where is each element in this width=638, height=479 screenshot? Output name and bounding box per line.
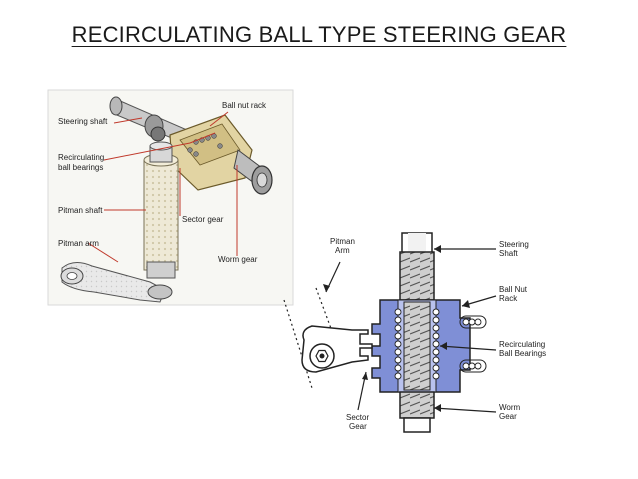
right-arrowheads	[323, 245, 470, 412]
return-tube-bottom	[459, 359, 487, 373]
worm-threads-inner	[403, 301, 431, 391]
pitman-shaft-part	[143, 141, 179, 279]
slide-title: RECIRCULATING BALL TYPE STEERING GEAR	[0, 22, 638, 48]
pitman-arm-part	[60, 262, 173, 303]
return-tube-top	[459, 315, 487, 329]
pitman-arm-swing-line-left	[283, 299, 313, 389]
worm-gear-part	[233, 149, 273, 195]
label-pitman-1: Pitman	[330, 237, 355, 246]
right-schematic: Pitman Arm Steering Shaft Ball Nut Rack …	[283, 232, 546, 433]
label-steering-2: Shaft	[499, 249, 518, 258]
label-sector-gear: Sector gear	[182, 215, 224, 224]
label-sector-1: Sector	[346, 413, 369, 422]
left-leader-lines	[87, 111, 238, 263]
label-steering-shaft: Steering shaft	[58, 117, 108, 126]
title-text: RECIRCULATING BALL TYPE STEERING GEAR	[71, 22, 567, 47]
worm-threads-bottom	[399, 391, 435, 419]
label-ballnut-1: Ball Nut	[499, 285, 528, 294]
label-recirculating-2: ball bearings	[58, 163, 103, 172]
gear-housing-part	[169, 114, 253, 191]
label-pitman-shaft: Pitman shaft	[58, 206, 103, 215]
label-ball-nut-rack: Ball nut rack	[222, 101, 267, 110]
label-steering-1: Steering	[499, 240, 529, 249]
label-recirc-1: Recirculating	[499, 340, 545, 349]
label-recirculating-1: Recirculating	[58, 153, 104, 162]
recirculating-balls	[394, 308, 482, 380]
label-worm-gear: Worm gear	[218, 255, 258, 264]
label-sector-2: Gear	[349, 422, 367, 431]
label-pitman-arm: Pitman arm	[58, 239, 99, 248]
label-worm-2: Gear	[499, 412, 517, 421]
label-worm-1: Worm	[499, 403, 521, 412]
worm-threads-top	[399, 251, 435, 301]
left-illustration: Steering shaft Ball nut rack Recirculati…	[47, 89, 294, 306]
sector-gear-part	[301, 325, 373, 373]
worm-shaft-end	[403, 417, 431, 433]
label-ballnut-2: Rack	[499, 294, 518, 303]
label-pitman-2: Arm	[335, 246, 350, 255]
label-recirc-2: Ball Bearings	[499, 349, 546, 358]
